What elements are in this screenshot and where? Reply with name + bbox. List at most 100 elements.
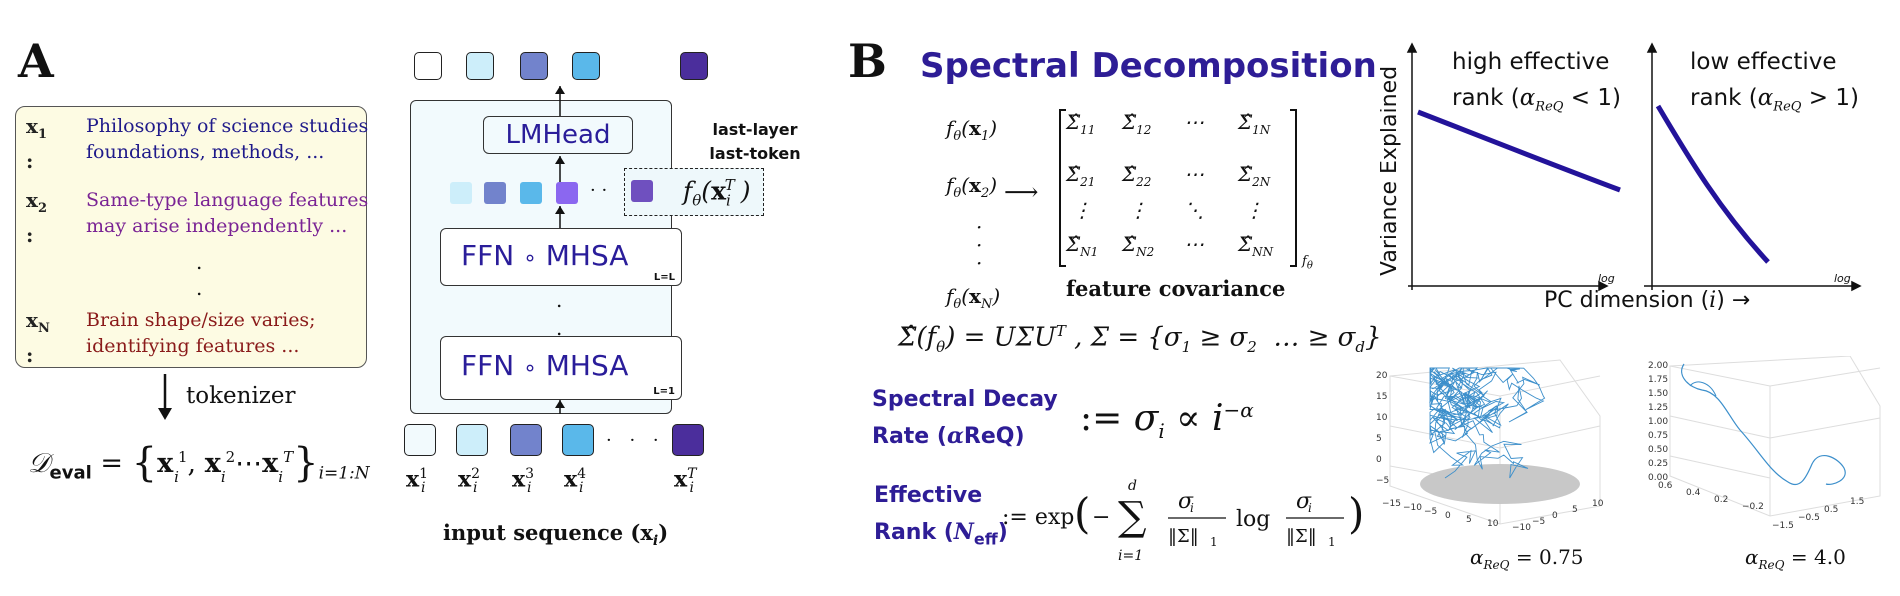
tick-label: 0.5 (1824, 505, 1838, 515)
log-tag-left: log (1598, 272, 1615, 285)
tick-label: 10 (1487, 519, 1499, 529)
tick-label: 5 (1572, 505, 1578, 515)
covariance-matrix-brackets (1059, 109, 1297, 267)
tick-label: 0 (1552, 511, 1558, 521)
input-token-2 (456, 424, 488, 456)
block-top-tag: L=L (653, 272, 675, 283)
output-token-t (680, 52, 708, 80)
spectral-decay-label: Spectral Decay Rate (αReQ) (872, 387, 1058, 449)
tick-label: −15 (1382, 499, 1401, 509)
svg-text:): ) (1348, 489, 1364, 538)
svg-text:i: i (1190, 501, 1194, 515)
panel-b-letter: B (848, 34, 887, 88)
map-arrow: ⟶ (1004, 178, 1039, 206)
document-list: x1 : Philosophy of science studies found… (15, 106, 368, 368)
tick-label: 5 (1466, 515, 1472, 525)
block-bottom-label: FFN ∘ MHSA (461, 349, 629, 382)
panel-a-letter: A (18, 34, 54, 88)
tick-label: 1.50 (1648, 389, 1668, 399)
dataset-formula: 𝒟eval = {xi1, xi2⋯xiT}i=1:N (28, 440, 370, 486)
hidden-state-2 (484, 182, 506, 204)
input-token-t (672, 424, 704, 456)
tick-label: 0 (1376, 455, 1382, 465)
decay-formula: := σi ∝ i−α (1080, 398, 1254, 444)
left-chart-title: high effective rank (αReQ < 1) (1452, 49, 1621, 115)
svg-text:d: d (1128, 478, 1137, 494)
scatter-left-caption: αReQ = 0.75 (1470, 545, 1584, 572)
tick-label: 0.2 (1714, 495, 1728, 505)
document-1-line-1: Philosophy of science studies (86, 115, 369, 137)
tick-label: 5 (1376, 434, 1382, 444)
svg-text:∑: ∑ (1118, 494, 1147, 540)
document-n-line-1: Brain shape/size varies; (86, 309, 316, 331)
svg-text::= exp: := exp (1002, 505, 1074, 530)
svg-text:1: 1 (1328, 535, 1336, 549)
tick-label: 10 (1376, 413, 1388, 423)
document-2-line-2: may arise independently ... (86, 215, 348, 237)
tick-label: 0.6 (1658, 481, 1673, 491)
flow-arrows (555, 86, 565, 414)
tick-label: 1.5 (1850, 497, 1864, 507)
covariance-caption: feature covariance (1066, 276, 1286, 301)
lmhead-block: LMHead (483, 116, 633, 154)
tick-label: −1.5 (1772, 521, 1794, 531)
svg-text:‖Σ‖: ‖Σ‖ (1286, 526, 1317, 547)
tick-label: 2.00 (1648, 361, 1668, 371)
block-top-label: FFN ∘ MHSA (461, 239, 629, 272)
document-1-key: x1 : (26, 114, 47, 173)
input-token-dots: · · · (606, 430, 665, 451)
x-axis-label: PC dimension (i) → (1544, 288, 1751, 313)
tick-label: −10 (1403, 503, 1422, 513)
input-token-3 (510, 424, 542, 456)
tick-label: 0.4 (1686, 488, 1701, 498)
svg-text:1: 1 (1210, 535, 1218, 549)
svg-text:i: i (1308, 501, 1312, 515)
tick-label: 20 (1376, 371, 1388, 381)
document-n-line-2: identifying features ... (86, 335, 300, 357)
document-n-key: xN : (26, 308, 50, 367)
document-1-line-2: foundations, methods, ... (86, 141, 325, 163)
tick-label: −0.5 (1798, 513, 1820, 523)
svg-text:−: − (1092, 505, 1110, 530)
low-rank-trajectory (1681, 363, 1846, 486)
tick-label: 10 (1592, 499, 1604, 509)
scatter-right-caption: αReQ = 4.0 (1745, 545, 1846, 572)
transformer-block-top: FFN ∘ MHSA L=L (440, 228, 682, 286)
tick-label: −5 (1376, 476, 1389, 486)
svg-text:log: log (1236, 507, 1270, 532)
input-token-1 (404, 424, 436, 456)
right-chart-title: low effective rank (αReQ > 1) (1690, 49, 1859, 115)
hidden-state-3 (520, 182, 542, 204)
last-token-function: fθ(xiT) (683, 176, 751, 210)
tick-label: −5 (1532, 517, 1545, 527)
low-rank-curve (1655, 104, 1770, 264)
document-2-line-1: Same-type language features (86, 189, 369, 211)
input-sequence-caption: input sequence (xi) (443, 520, 669, 550)
output-token-4 (572, 52, 600, 80)
hidden-state-dots: · · (590, 180, 608, 201)
tick-label: −10 (1512, 523, 1531, 533)
tick-label: 1.75 (1648, 375, 1668, 385)
tokenizer-label: tokenizer (186, 383, 296, 409)
output-token-2 (466, 52, 494, 80)
y-axis-label: Variance Explained (1380, 66, 1402, 276)
high-rank-curve (1417, 109, 1621, 193)
variance-explained-charts: Variance Explained log log (1380, 42, 1862, 292)
high-rank-trajectory (1429, 367, 1546, 479)
svg-text:σ: σ (1178, 489, 1194, 514)
effective-rank-formula: := exp ( − ∑ d i=1 σi ‖Σ‖1 log σi ‖Σ‖1 ) (1002, 478, 1364, 564)
svg-text:(: ( (1074, 489, 1090, 538)
document-2-key: x2 : (26, 188, 47, 247)
svg-text:σ: σ (1296, 489, 1312, 514)
hidden-state-1 (450, 182, 472, 204)
tick-label: 0 (1445, 511, 1451, 521)
input-token-4 (562, 424, 594, 456)
log-tag-right: log (1834, 272, 1851, 285)
tick-label: 15 (1376, 392, 1387, 402)
effective-rank-label: Effective Rank (Neff) (874, 483, 1008, 549)
feature-vectors: fθ(x1) fθ(x2) ··· fθ(xN) (946, 116, 1001, 312)
tick-label: 0.50 (1648, 445, 1668, 455)
tick-label: −5 (1424, 507, 1437, 517)
tick-label: 1.25 (1648, 403, 1668, 413)
